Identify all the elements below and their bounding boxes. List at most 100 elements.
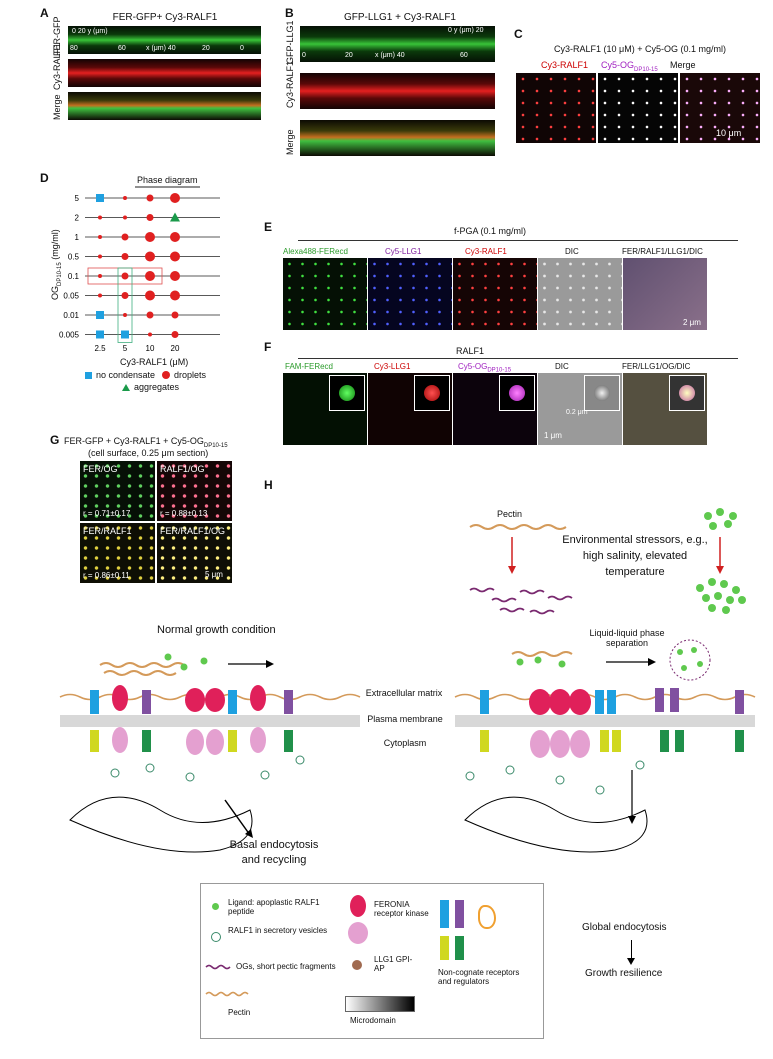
panel-b-llg1-image (300, 26, 495, 62)
panel-a-tick-1: 60 (118, 45, 126, 52)
h-resilience-label: Growth resilience (585, 968, 663, 979)
endosome-right (464, 796, 648, 853)
condensate-icon (669, 639, 711, 681)
legend-no-condensate-label: no condensate (96, 370, 156, 380)
panel-f-og-inset (499, 375, 535, 411)
panel-e-merge-image (623, 258, 707, 330)
point-droplets (170, 251, 180, 262)
panel-f-dic-inset (584, 375, 620, 411)
global-to-resilience-arrow (631, 940, 632, 960)
h-llps-label: Liquid-liquid phase separation (589, 628, 665, 648)
panel-f-og-image (453, 373, 537, 445)
panel-d-ylabel-unit: (mg/ml) (50, 229, 60, 260)
point-droplets (170, 193, 180, 203)
panel-a-merge-image (68, 92, 261, 120)
panel-f-col-fer: FAM-FERecd (285, 362, 334, 371)
feronia-kinase-icon (348, 922, 368, 944)
point-droplets (146, 214, 154, 221)
highlight-box-ralf1 (117, 267, 133, 343)
panel-b-title: GFP-LLG1 + Cy3-RALF1 (344, 12, 456, 23)
y-tick-label: 5 (75, 194, 80, 203)
panel-f-scale: 1 μm (544, 431, 562, 440)
panel-d-ylabel-text: OG (50, 285, 60, 300)
vesicle-icon (211, 932, 221, 942)
x-tick-label: 2.5 (94, 344, 106, 353)
noncognate-yellow-icon (440, 936, 449, 960)
panel-e-ralf1-image (453, 258, 537, 330)
llg1-droplet-icon (424, 385, 440, 401)
panel-h-schematic (59, 508, 756, 853)
panel-e-title: f-PGA (0.1 mg/ml) (453, 226, 526, 236)
point-droplets (146, 194, 154, 202)
ecm-pectin-right (454, 693, 756, 701)
panel-label-a: A (40, 6, 49, 20)
panel-c-title: Cy3-RALF1 (10 μM) + Cy5-OG (0.1 mg/ml) (554, 44, 726, 54)
arrow-head-icon (508, 566, 516, 574)
panel-label-h: H (264, 478, 273, 492)
panel-a-tick-3: 20 (202, 45, 210, 52)
panel-g-label-2: FER/RALF1 (83, 526, 132, 536)
point-droplets (170, 290, 180, 301)
h-global-label: Global endocytosis (582, 922, 667, 933)
panel-f-col-og-text: Cy5-OG (458, 362, 488, 371)
panel-f-merge-image (623, 373, 707, 445)
point-droplets (145, 251, 155, 262)
point-droplets (123, 196, 127, 200)
panel-label-b: B (285, 6, 294, 20)
legend-droplets: droplets (162, 370, 206, 380)
panel-e-col-merge: FER/RALF1/LLG1/DIC (622, 247, 703, 256)
noncognate-green-icon (455, 936, 464, 960)
panel-a-ylab: 0 20 y (μm) (72, 28, 108, 35)
legend-ligand: Ligand: apoplastic RALF1 peptide (228, 898, 320, 916)
panel-c-scale: 10 μm (716, 128, 742, 138)
ralf1-dots-top (704, 508, 737, 530)
panel-f-llg1-image (368, 373, 452, 445)
pectin-normal (99, 662, 185, 668)
point-droplets (171, 311, 179, 319)
receptors-right (480, 688, 744, 758)
point-droplets (121, 292, 129, 299)
h-ecm-label: Extracellular matrix (365, 688, 443, 698)
arrow-head-icon (245, 829, 253, 838)
panel-e-rule (298, 240, 738, 241)
arrow-head-icon (648, 658, 656, 666)
pectin-normal-2 (103, 670, 177, 676)
triangle-marker-icon (122, 383, 130, 391)
legend-no-condensate: no condensate (85, 370, 155, 380)
panel-f-col-og-sub: DP10-15 (487, 367, 512, 374)
panel-d-xlabel: Cy3-RALF1 (μM) (120, 357, 189, 367)
panel-c-og-image (598, 73, 678, 143)
panel-e-llg1-image (368, 258, 452, 330)
panel-f-merge-inset (669, 375, 705, 411)
point-droplets (98, 274, 102, 278)
ligand-dot-icon (212, 903, 219, 910)
panel-g-label-0: FER/OG (83, 464, 118, 474)
legend-vesicle: RALF1 in secretory vesicles (228, 926, 328, 935)
dic-droplet-icon (594, 385, 610, 401)
panel-f-col-llg1: Cy3-LLG1 (374, 362, 411, 371)
point-droplets (145, 290, 155, 301)
point-droplets (171, 331, 179, 338)
panel-b-row-ralf1: Cy3-RALF1 (285, 60, 295, 108)
basal-arrow (224, 799, 251, 836)
point-droplets (98, 215, 102, 220)
panel-a-fer-image (68, 26, 261, 54)
plasma-membrane-right (455, 715, 755, 727)
resilience-arrow-head-icon (627, 958, 635, 965)
microdomain-gradient-icon (345, 996, 415, 1012)
og-fragments-right (469, 587, 573, 615)
legend-aggregates: aggregates (122, 382, 179, 392)
legend-pectin: Pectin (228, 1008, 251, 1017)
panel-a-ralf1-image (68, 59, 261, 87)
panel-b-ralf1-image (300, 73, 495, 109)
legend-ogs: OGs, short pectic fragments (236, 962, 336, 971)
y-tick-label: 0.5 (68, 253, 80, 262)
panel-f-llg1-inset (414, 375, 450, 411)
panel-a-title: FER-GFP+ Cy3-RALF1 (112, 12, 218, 23)
fer-droplet-icon (339, 385, 355, 401)
panel-f-inset-scale: 0.2 μm (566, 409, 588, 416)
